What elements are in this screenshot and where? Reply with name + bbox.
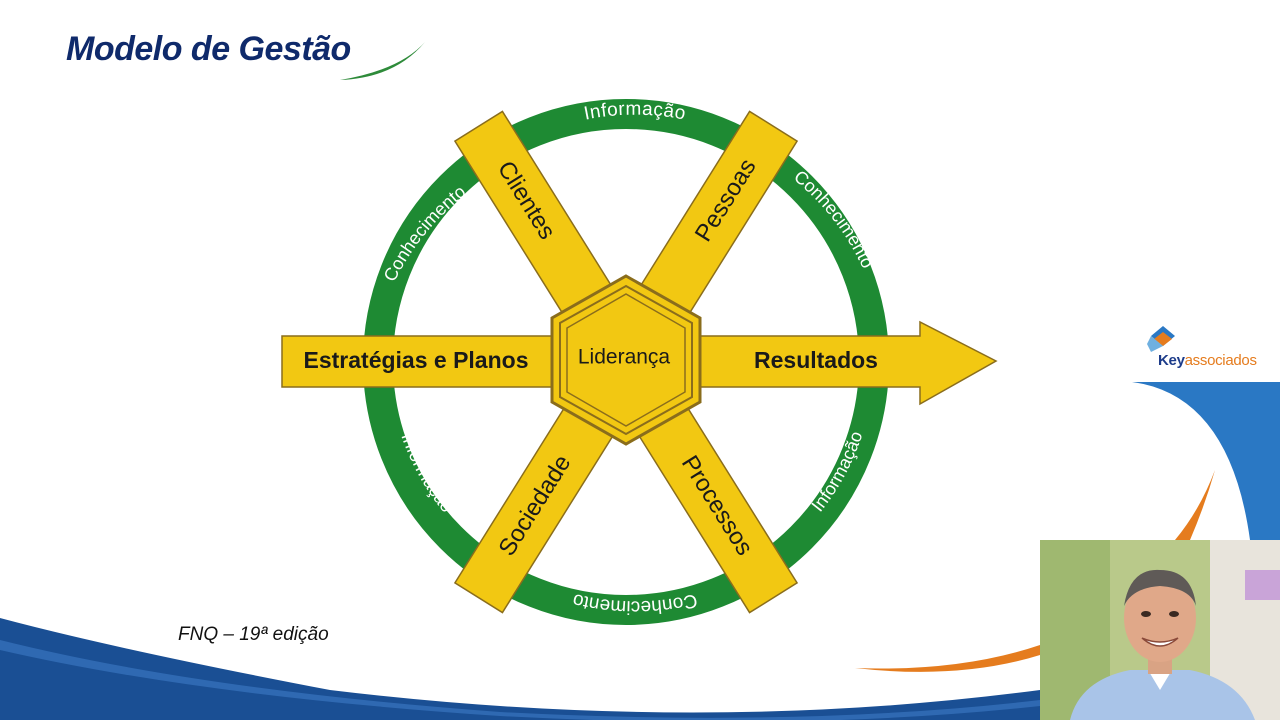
arrow-label-right: Resultados <box>754 347 878 373</box>
center-hexagon-inner <box>559 284 693 436</box>
right-blue-wave <box>1132 382 1280 540</box>
presenter-video-icon <box>1040 540 1280 720</box>
slide-title: Modelo de Gestão <box>66 30 351 68</box>
logo-suffix: associados <box>1184 352 1257 369</box>
orange-swoosh <box>1175 470 1215 540</box>
arrow-label-left: Estratégias e Planos <box>304 347 529 373</box>
orange-swoosh-bottom <box>855 645 1040 672</box>
ring-label-bottom: Conhecimento <box>571 589 700 617</box>
logo-brand: Key <box>1158 352 1185 369</box>
source-note: FNQ – 19ª edição <box>178 624 329 645</box>
bottom-blue-wave <box>0 618 1040 720</box>
center-label: Liderança <box>578 346 671 369</box>
center-hexagon-core <box>566 293 686 427</box>
bottom-light-wave <box>0 640 1040 720</box>
presenter-webcam <box>1040 540 1280 720</box>
key-logo-icon <box>1147 326 1175 352</box>
company-logo: Keyassociados <box>1158 352 1257 369</box>
